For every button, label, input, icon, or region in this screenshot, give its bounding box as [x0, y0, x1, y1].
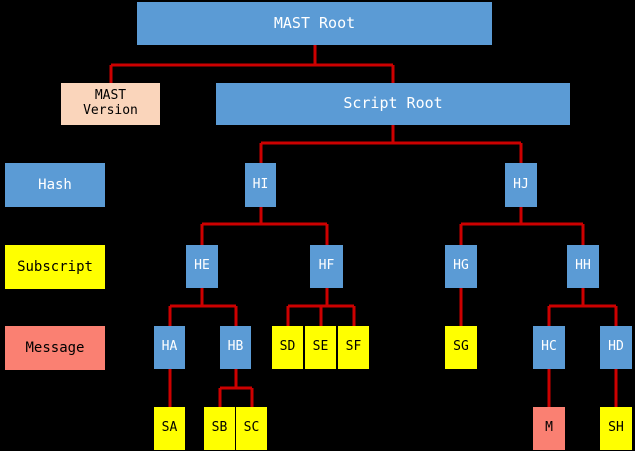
node-sh: SH	[600, 407, 632, 450]
node-he: HE	[186, 245, 218, 288]
node-sd: SD	[272, 326, 303, 369]
node-hi: HI	[245, 163, 276, 207]
node-ha-label: HA	[161, 339, 178, 355]
node-m-label: M	[545, 420, 553, 436]
node-hb-label: HB	[227, 339, 244, 355]
node-sf-label: SF	[345, 339, 362, 355]
node-mast-version-label: MAST Version	[83, 88, 138, 118]
node-hh: HH	[567, 245, 599, 288]
node-sa-label: SA	[161, 420, 178, 436]
node-hg: HG	[445, 245, 477, 288]
node-hi-label: HI	[252, 176, 269, 192]
node-sa: SA	[154, 407, 185, 450]
node-sb-label: SB	[211, 420, 228, 436]
node-script-root: Script Root	[216, 83, 570, 125]
node-hc-label: HC	[541, 339, 557, 355]
node-sh-label: SH	[608, 420, 624, 436]
node-hj: HJ	[505, 163, 537, 207]
node-ha: HA	[154, 326, 185, 369]
node-sb: SB	[204, 407, 235, 450]
node-mast-root: MAST Root	[137, 2, 492, 45]
node-sd-label: SD	[279, 339, 296, 355]
legend-message: Message	[5, 326, 105, 370]
node-he-label: HE	[194, 258, 210, 274]
node-script-root-label: Script Root	[343, 94, 443, 113]
legend-subscript: Subscript	[5, 245, 105, 289]
node-hf-label: HF	[318, 258, 335, 274]
node-se: SE	[305, 326, 336, 369]
legend-subscript-label: Subscript	[17, 258, 93, 275]
legend-hash: Hash	[5, 163, 105, 207]
node-sc: SC	[236, 407, 267, 450]
node-hg-label: HG	[453, 258, 469, 274]
node-hj-label: HJ	[513, 176, 529, 192]
node-mast-root-label: MAST Root	[273, 13, 356, 32]
node-sg: SG	[445, 326, 477, 369]
node-hc: HC	[533, 326, 565, 369]
node-sg-label: SG	[453, 339, 469, 355]
legend-message-label: Message	[25, 339, 85, 356]
node-hd: HD	[600, 326, 632, 369]
node-mast-version: MAST Version	[61, 83, 160, 125]
node-hf: HF	[310, 245, 343, 288]
node-m: M	[533, 407, 565, 450]
node-sc-label: SC	[243, 420, 260, 436]
node-hb: HB	[220, 326, 251, 369]
node-sf: SF	[338, 326, 369, 369]
node-hh-label: HH	[575, 258, 591, 274]
legend-hash-label: Hash	[38, 176, 72, 193]
node-se-label: SE	[312, 339, 329, 355]
node-hd-label: HD	[608, 339, 624, 355]
